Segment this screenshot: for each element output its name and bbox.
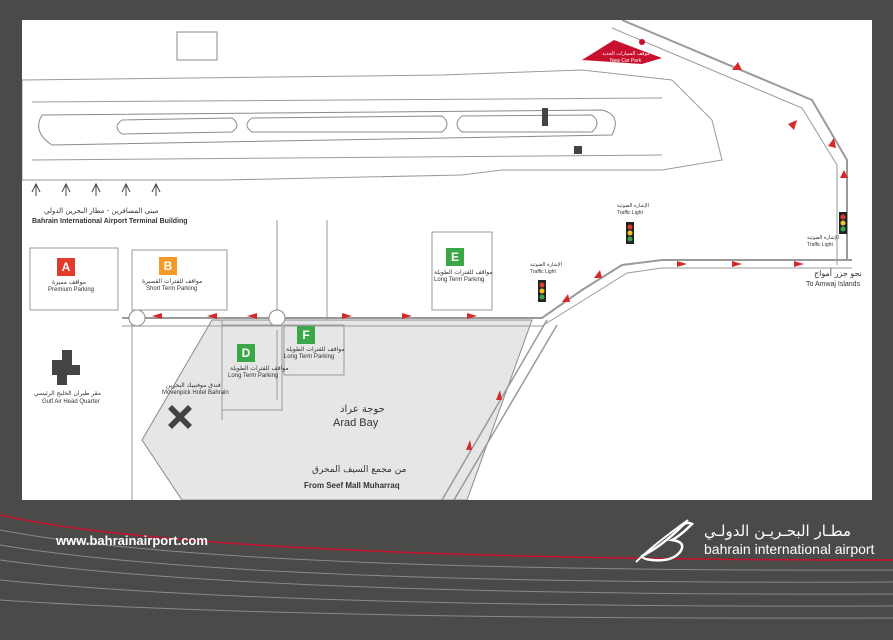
seef-mall-label-en: From Seef Mall Muharraq <box>304 481 400 490</box>
terminal-label-ar: مبنى المسافرين - مطار البحرين الدولي <box>44 207 159 215</box>
traffic-light-3-label-en: Traffic Light <box>807 242 833 248</box>
northern-road <box>621 20 848 260</box>
roundabout-west <box>128 309 146 327</box>
taxiway-inner <box>116 114 598 135</box>
terminal-palms <box>31 182 161 196</box>
parking-b-badge: B <box>159 257 177 275</box>
logo-text-ar: مطـار البحـريـن الدولـي <box>704 522 852 540</box>
traffic-light-2-label-en: Traffic Light <box>617 210 643 216</box>
map-drawing <box>22 20 852 500</box>
arad-bay-label-ar: حوجة عراد <box>340 404 385 415</box>
main-road-edge <box>122 267 852 327</box>
direction-arrows <box>152 62 848 450</box>
hotel-label-en: Mövenpick Hotel Bahrain <box>162 390 229 396</box>
seef-road <box>441 319 558 500</box>
seef-mall-label-ar: من مجمع السيف المحرق <box>312 465 407 475</box>
hotel-label-ar: فندق موفنبيك البحرين <box>166 382 221 389</box>
parking-e-label-en: Long Term Parking <box>434 277 485 283</box>
parking-block-b <box>131 249 228 311</box>
traffic-light-2-label-ar: الإشارة الضوئية <box>617 203 649 209</box>
airfield-outline <box>22 69 723 181</box>
parking-d-badge: D <box>237 344 255 362</box>
hotel-building <box>168 405 192 429</box>
gulf-air-label-ar: مقر طيران الخليج الرئيسي <box>34 390 101 397</box>
runway-line-2 <box>31 154 663 161</box>
parking-a-label-en: Premium Parking <box>48 287 95 293</box>
parking-b-label-ar: مواقف للفترات القصيرة <box>142 278 203 285</box>
parking-d-label-ar: مواقف للفترات الطويلة <box>230 365 289 372</box>
footer-swoosh-lines <box>0 514 893 619</box>
parking-block-e <box>431 231 493 311</box>
traffic-light-1-label-ar: الإشارة الضوئية <box>530 262 562 268</box>
amwaj-label-en: To Amwaj Islands <box>806 281 861 288</box>
new-car-park-dot <box>639 39 645 45</box>
airport-logo-icon <box>635 519 695 563</box>
parking-f-label-ar: مواقف للفترات الطويلة <box>286 346 345 353</box>
service-roads <box>131 220 328 500</box>
roundabout-east <box>268 309 286 327</box>
runway-line <box>31 97 663 103</box>
parking-block-d <box>221 324 283 411</box>
gulf-air-hq-building <box>52 350 80 385</box>
parking-d-label-en: Long Term Parking <box>228 373 279 379</box>
main-road <box>122 259 852 319</box>
arad-bay-label-en: Arad Bay <box>333 417 379 429</box>
parking-block-f <box>283 324 345 376</box>
logo-text-en: bahrain international airport <box>704 541 875 557</box>
parking-e-badge: E <box>446 248 464 266</box>
new-car-park-label-ar: موقف السيارات الجديد <box>602 51 650 57</box>
website-link[interactable]: www.bahrainairport.com <box>56 533 208 548</box>
traffic-light-2 <box>626 222 634 244</box>
parking-a-badge: A <box>57 258 75 276</box>
new-car-park-shape <box>582 40 662 64</box>
new-car-park-label-en: New Car Park <box>610 58 642 64</box>
parking-block-a <box>29 247 119 311</box>
arad-bay-area <box>141 319 533 500</box>
traffic-light-3 <box>839 212 847 234</box>
traffic-light-3-label-ar: الإشارة الضوئية <box>807 235 839 241</box>
parking-f-label-en: Long Term Parking <box>284 354 335 360</box>
runway-marker <box>542 108 548 126</box>
parking-b-label-en: Short Term Parking <box>146 286 198 292</box>
airport-map: مبنى المسافرين - مطار البحرين الدولي Bah… <box>22 20 872 500</box>
runway-marker-2 <box>574 146 582 154</box>
amwaj-label-ar: نحو جزر أمواج <box>814 269 862 278</box>
parking-a-label-ar: مواقف مميزة <box>52 279 86 286</box>
parking-e-label-ar: مواقف للفترات الطويلة <box>434 269 493 276</box>
parking-f-badge: F <box>297 326 315 344</box>
terminal-label-en: Bahrain International Airport Terminal B… <box>32 218 188 225</box>
traffic-light-1 <box>538 280 546 302</box>
traffic-light-1-label-en: Traffic Light <box>530 269 556 275</box>
northern-road-edge <box>611 27 838 265</box>
hangar-building <box>176 31 218 61</box>
gulf-air-label-en: Gulf Air Head Quarter <box>42 399 100 405</box>
